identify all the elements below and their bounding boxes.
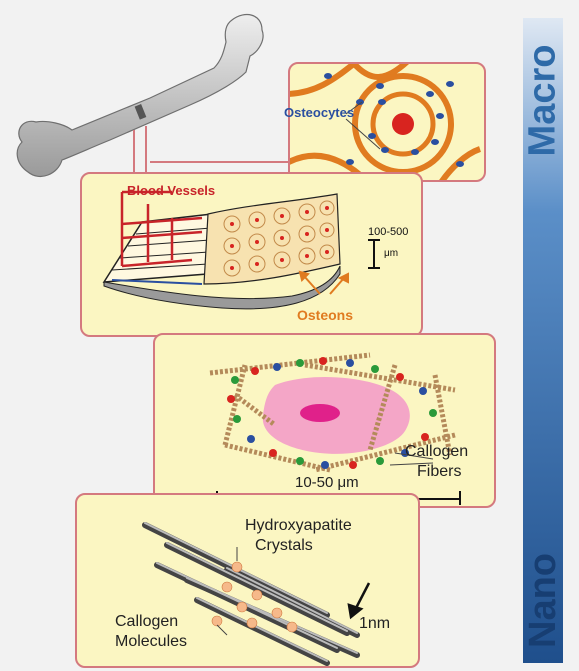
hydroxyapatite-label-line1: Hydroxyapatite bbox=[245, 517, 352, 535]
fiber-scale-label: 10-50 μm bbox=[295, 475, 359, 492]
collagen-fiber-panel: Callogen Fibers 10-50 μm bbox=[153, 333, 496, 508]
collagen-fibers-label-line1: Callogen bbox=[405, 443, 468, 461]
size-label-100-500: 100-500 bbox=[368, 226, 408, 238]
osteon-panel: Osteocytes bbox=[288, 62, 486, 182]
collagen-fibers-label-line2: Fibers bbox=[417, 463, 461, 481]
osteons-label: Osteons bbox=[297, 308, 353, 323]
nano-size-label: 1nm bbox=[359, 615, 390, 633]
size-unit-um: μm bbox=[384, 248, 398, 259]
blood-vessels-label: Blood Vessels bbox=[127, 184, 215, 198]
osteocytes-label: Osteocytes bbox=[284, 106, 354, 120]
nano-panel: Hydroxyapatite Crystals Callogen Molecul… bbox=[75, 493, 420, 668]
collagen-molecules-label-line2: Molecules bbox=[115, 633, 187, 651]
collagen-molecules-label-line1: Callogen bbox=[115, 613, 178, 631]
hydroxyapatite-label-line2: Crystals bbox=[255, 537, 313, 555]
osteon-illustration bbox=[290, 64, 484, 180]
bone-structure-panel: Blood Vessels 100-500 μm Osteons bbox=[80, 172, 423, 337]
